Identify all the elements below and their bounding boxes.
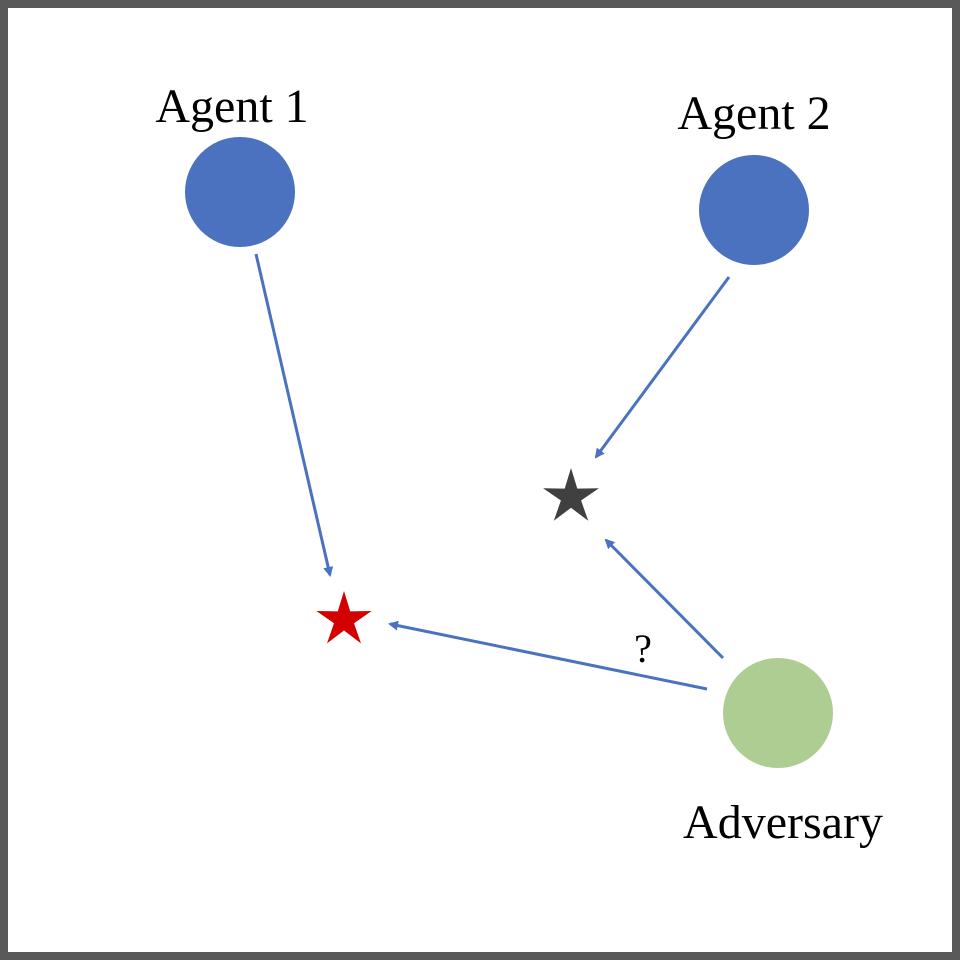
- agent2-label: Agent 2: [677, 87, 830, 140]
- dark-star-icon: [543, 468, 599, 521]
- adversary-label: Adversary: [683, 796, 883, 849]
- arrow-adversary-to-red-star: [388, 620, 708, 691]
- question-mark-label: ?: [634, 626, 652, 671]
- agent1-node: [185, 137, 295, 247]
- agent2-node: [699, 155, 809, 265]
- arrow-adversary-to-dark-star: [604, 538, 725, 660]
- arrow-agent2-to-dark-star: [594, 276, 731, 459]
- arrow-agent1-to-red-star: [254, 253, 334, 577]
- red-star-icon: [316, 591, 372, 644]
- adversary-node: [723, 658, 833, 768]
- agent1-label: Agent 1: [155, 80, 308, 133]
